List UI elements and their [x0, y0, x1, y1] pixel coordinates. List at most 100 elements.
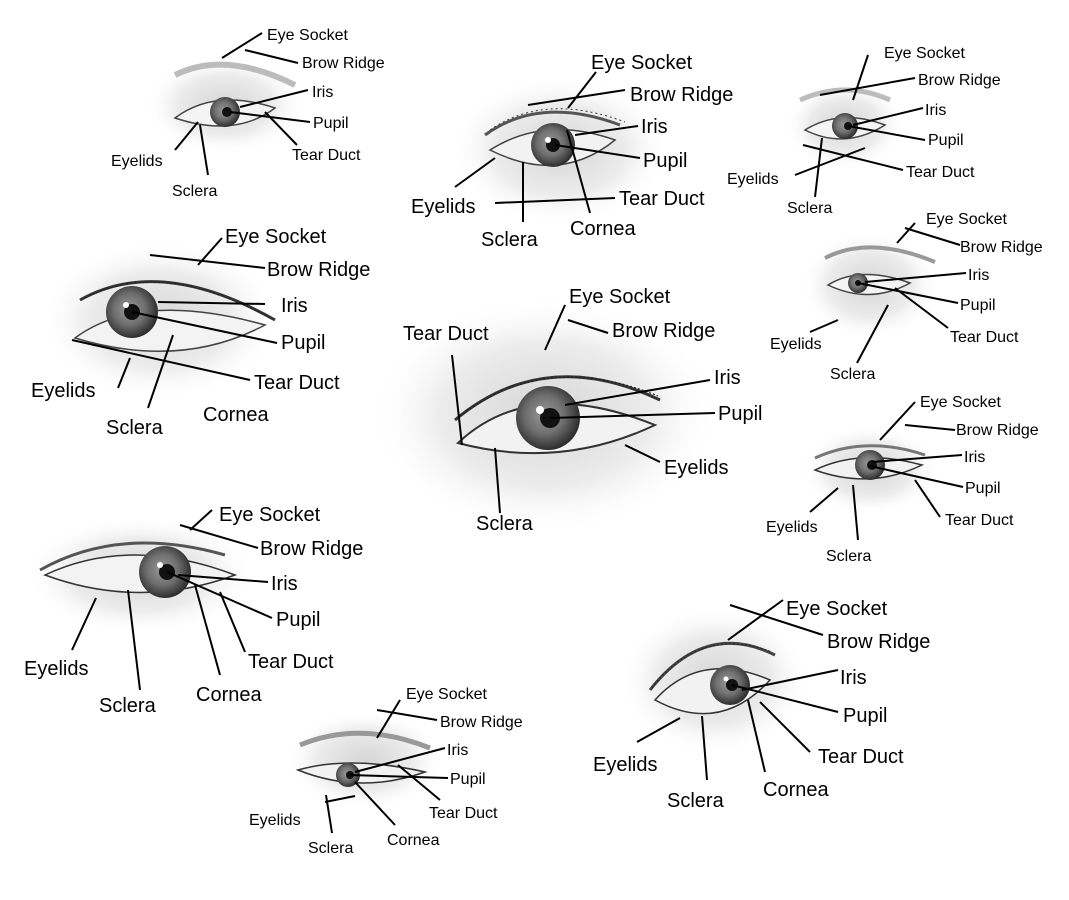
eye-2-label-iris: Iris	[641, 116, 668, 138]
eye-1-label-tear-duct: Tear Duct	[292, 147, 361, 164]
eye-8: Eye Socket Brow Ridge Iris Pupil Tear Du…	[24, 504, 363, 717]
eye-4-label-eyelids: Eyelids	[31, 380, 95, 402]
eye-2-leaders	[454, 71, 641, 222]
eye-7-labels: Eye Socket Brow Ridge Iris Pupil Tear Du…	[766, 394, 1039, 565]
eye-2: Eye Socket Brow Ridge Iris Pupil Tear Du…	[411, 52, 733, 251]
eye-6-label-tear-duct: Tear Duct	[950, 329, 1019, 346]
eye-8-label-tear-duct: Tear Duct	[248, 651, 334, 673]
eye-9: Eye Socket Brow Ridge Iris Pupil Tear Du…	[249, 686, 523, 857]
eye-4: Eye Socket Brow Ridge Iris Pupil Tear Du…	[31, 226, 370, 439]
eye-9-label-iris: Iris	[447, 742, 468, 759]
eye-8-label-brow-ridge: Brow Ridge	[260, 538, 363, 560]
eye-2-label-sclera: Sclera	[481, 229, 539, 251]
eye-3: Eye Socket Brow Ridge Iris Pupil Tear Du…	[727, 45, 1001, 217]
eye-1-label-pupil: Pupil	[313, 115, 349, 132]
eye-6-leaders	[809, 222, 967, 364]
eye-9-leaders	[324, 699, 449, 834]
eye-6-label-sclera: Sclera	[830, 366, 875, 383]
eye-10-label-iris: Iris	[840, 667, 867, 689]
eye-2-label-tear-duct: Tear Duct	[619, 188, 705, 210]
eye-5-label-pupil: Pupil	[718, 403, 762, 425]
eye-7-label-brow-ridge: Brow Ridge	[956, 422, 1039, 439]
eye-1: Eye Socket Brow Ridge Iris Pupil Tear Du…	[111, 27, 385, 200]
eye-4-leaders	[71, 237, 278, 409]
eye-3-label-pupil: Pupil	[928, 132, 964, 149]
eye-3-labels: Eye Socket Brow Ridge Iris Pupil Tear Du…	[727, 45, 1001, 217]
eye-1-pupil	[222, 107, 232, 117]
eye-8-label-eyelids: Eyelids	[24, 658, 88, 680]
eye-3-label-eyelids: Eyelids	[727, 171, 779, 188]
eye-6: Eye Socket Brow Ridge Iris Pupil Tear Du…	[770, 211, 1043, 383]
eye-5-label-eye-socket: Eye Socket	[569, 286, 671, 308]
eye-9-label-eyelids: Eyelids	[249, 812, 301, 829]
eye-6-label-pupil: Pupil	[960, 297, 996, 314]
eye-9-label-pupil: Pupil	[450, 771, 486, 788]
eye-1-leaders	[174, 32, 311, 176]
eye-6-label-iris: Iris	[968, 267, 989, 284]
eye-10: Eye Socket Brow Ridge Iris Pupil Tear Du…	[593, 598, 930, 812]
eye-10-label-tear-duct: Tear Duct	[818, 746, 904, 768]
eye-7-leaders	[809, 401, 964, 541]
eye-2-label-pupil: Pupil	[643, 150, 687, 172]
eye-1-label-iris: Iris	[312, 84, 333, 101]
eye-7-drawing	[800, 425, 940, 515]
eye-1-labels: Eye Socket Brow Ridge Iris Pupil Tear Du…	[111, 27, 385, 200]
eye-9-label-sclera: Sclera	[308, 840, 353, 857]
eye-7-label-tear-duct: Tear Duct	[945, 512, 1014, 529]
eye-10-drawing	[620, 605, 810, 755]
eye-3-label-tear-duct: Tear Duct	[906, 164, 975, 181]
eye-9-label-tear-duct: Tear Duct	[429, 805, 498, 822]
eye-8-label-iris: Iris	[271, 573, 298, 595]
eye-4-label-iris: Iris	[281, 295, 308, 317]
eye-8-label-eye-socket: Eye Socket	[219, 504, 321, 526]
eye-8-labels: Eye Socket Brow Ridge Iris Pupil Tear Du…	[24, 504, 363, 717]
eye-5-label-iris: Iris	[714, 367, 741, 389]
eye-5-labels: Eye Socket Brow Ridge Tear Duct Iris Pup…	[403, 286, 762, 535]
eye-7-label-eyelids: Eyelids	[766, 519, 818, 536]
eye-9-drawing	[285, 710, 445, 810]
eye-10-labels: Eye Socket Brow Ridge Iris Pupil Tear Du…	[593, 598, 930, 812]
eye-7-label-sclera: Sclera	[826, 548, 871, 565]
eye-4-label-tear-duct: Tear Duct	[254, 372, 340, 394]
eye-3-label-brow-ridge: Brow Ridge	[918, 72, 1001, 89]
eye-2-labels: Eye Socket Brow Ridge Iris Pupil Tear Du…	[411, 52, 733, 251]
eye-5-leaders	[451, 304, 716, 514]
eye-9-labels: Eye Socket Brow Ridge Iris Pupil Tear Du…	[249, 686, 523, 857]
eye-4-labels: Eye Socket Brow Ridge Iris Pupil Tear Du…	[31, 226, 370, 439]
eye-1-label-sclera: Sclera	[172, 183, 217, 200]
eye-1-label-brow-ridge: Brow Ridge	[302, 55, 385, 72]
eye-2-label-eye-socket: Eye Socket	[591, 52, 693, 74]
eye-5-label-brow-ridge: Brow Ridge	[612, 320, 715, 342]
eye-9-label-eye-socket: Eye Socket	[406, 686, 487, 703]
eye-6-label-eye-socket: Eye Socket	[926, 211, 1007, 228]
eye-6-labels: Eye Socket Brow Ridge Iris Pupil Tear Du…	[770, 211, 1043, 383]
eye-1-label-eye-socket: Eye Socket	[267, 27, 348, 44]
eye-8-label-pupil: Pupil	[276, 609, 320, 631]
eye-10-label-sclera: Sclera	[667, 790, 725, 812]
eye-8-leaders	[71, 509, 273, 691]
eye-7: Eye Socket Brow Ridge Iris Pupil Tear Du…	[766, 394, 1039, 565]
eye-10-label-brow-ridge: Brow Ridge	[827, 631, 930, 653]
eye-2-label-cornea: Cornea	[570, 218, 636, 240]
eye-4-label-brow-ridge: Brow Ridge	[267, 259, 370, 281]
eye-8-label-cornea: Cornea	[196, 684, 262, 706]
eye-4-label-pupil: Pupil	[281, 332, 325, 354]
eye-2-label-eyelids: Eyelids	[411, 196, 475, 218]
eye-3-label-eye-socket: Eye Socket	[884, 45, 965, 62]
eye-5: Eye Socket Brow Ridge Tear Duct Iris Pup…	[370, 286, 762, 535]
eye-4-label-eye-socket: Eye Socket	[225, 226, 327, 248]
eye-1-drawing	[145, 55, 305, 155]
eye-5-label-eyelids: Eyelids	[664, 457, 728, 479]
eye-2-drawing	[450, 75, 670, 225]
eye-7-label-pupil: Pupil	[965, 480, 1001, 497]
eye-4-label-sclera: Sclera	[106, 417, 164, 439]
eye-10-label-eyelids: Eyelids	[593, 754, 657, 776]
eye-8-label-sclera: Sclera	[99, 695, 157, 717]
eye-10-label-pupil: Pupil	[843, 705, 887, 727]
eye-6-label-brow-ridge: Brow Ridge	[960, 239, 1043, 256]
eye-9-label-cornea: Cornea	[387, 832, 440, 849]
eye-9-label-brow-ridge: Brow Ridge	[440, 714, 523, 731]
eye-3-label-iris: Iris	[925, 102, 946, 119]
eye-5-label-sclera: Sclera	[476, 513, 534, 535]
